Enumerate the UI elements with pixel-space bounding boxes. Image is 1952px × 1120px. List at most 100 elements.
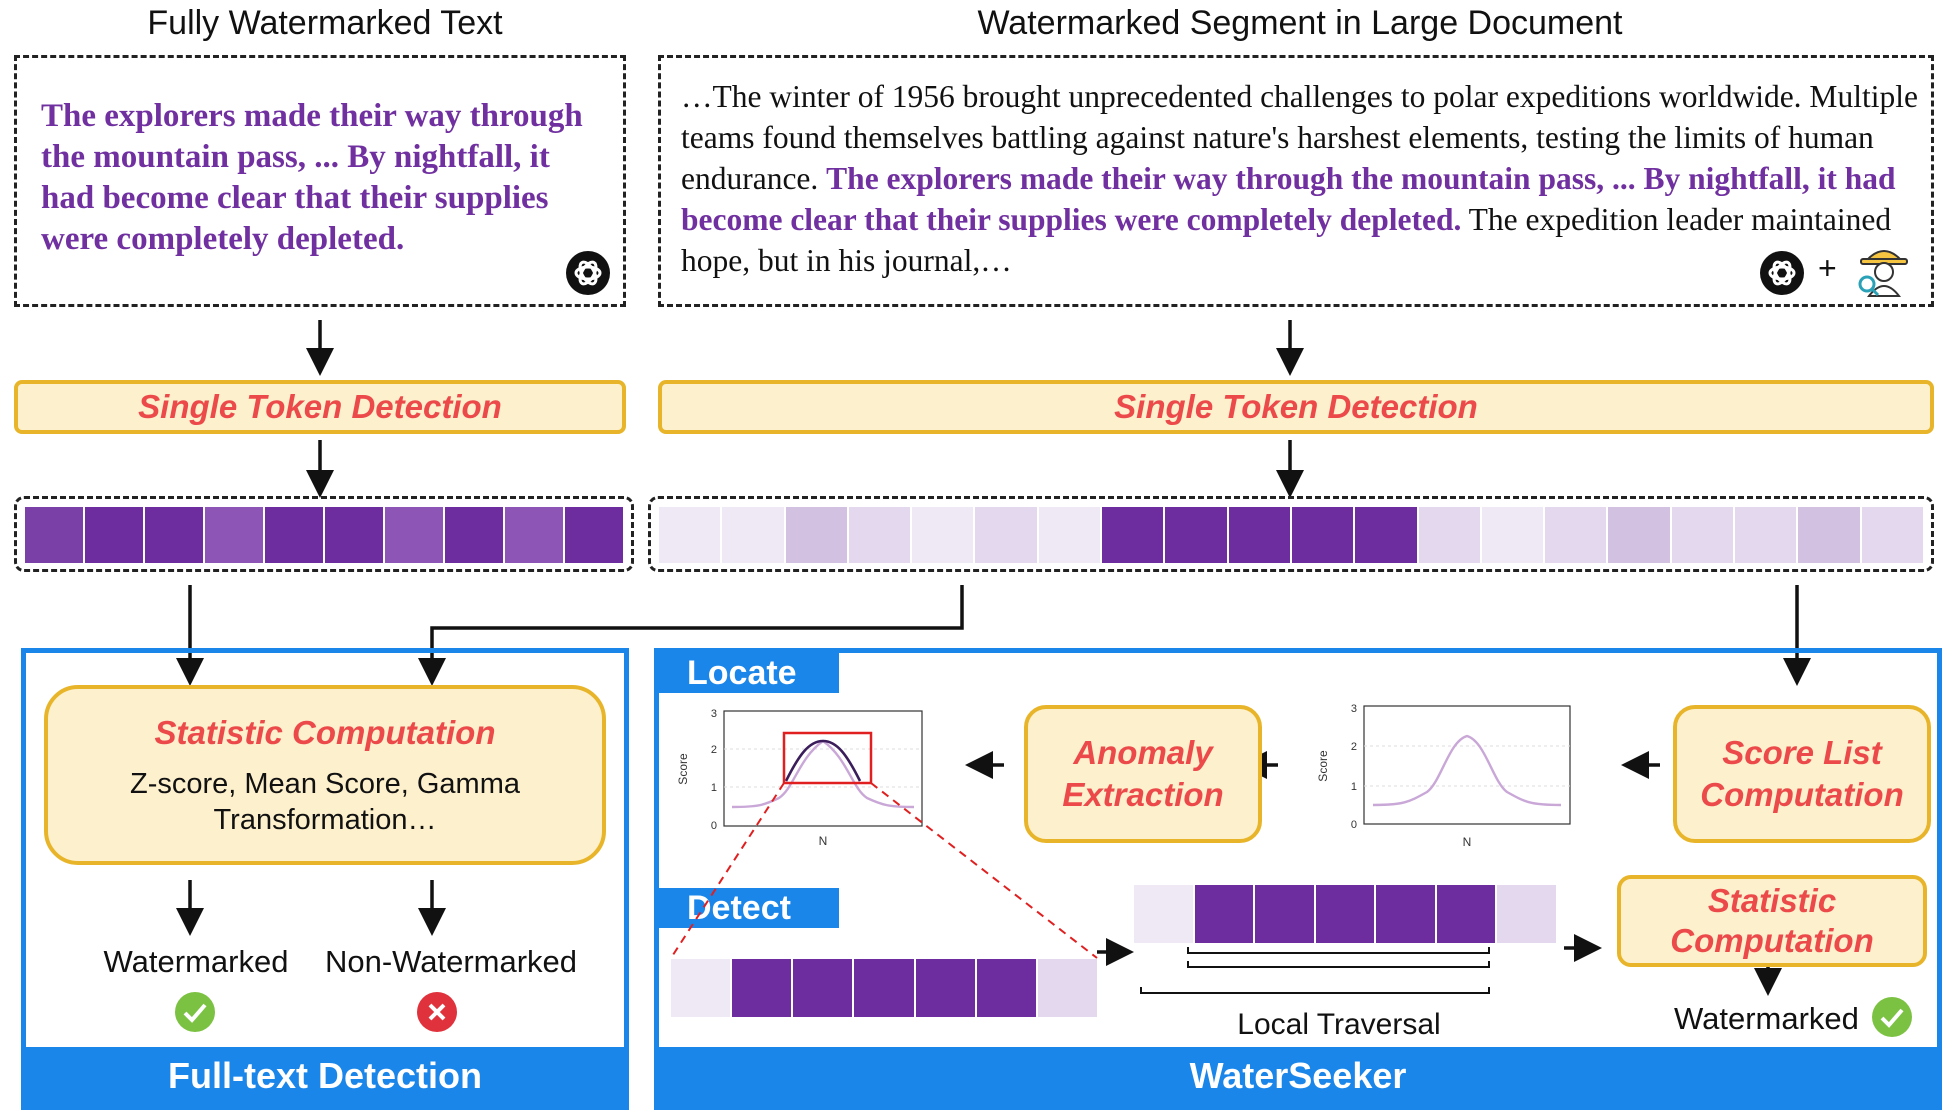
score-list-computation-label: Score List Computation bbox=[1700, 734, 1904, 813]
plus-sign: + bbox=[1818, 250, 1837, 286]
token-cell bbox=[732, 959, 794, 1017]
token-cell bbox=[1355, 507, 1419, 563]
traversal-token-strip bbox=[1134, 885, 1557, 943]
fully-watermarked-text: The explorers made their way through the… bbox=[41, 98, 583, 257]
token-cell bbox=[1481, 507, 1546, 563]
single-token-detection-left-label: Single Token Detection bbox=[138, 388, 502, 425]
anomaly-plot-ytick-2: 2 bbox=[711, 744, 717, 756]
token-cell bbox=[325, 507, 385, 563]
token-cell bbox=[1134, 885, 1195, 943]
token-cell bbox=[1671, 507, 1736, 563]
token-cell bbox=[145, 507, 205, 563]
token-cell bbox=[912, 507, 976, 563]
token-cell bbox=[1735, 507, 1799, 563]
token-cell bbox=[975, 507, 1039, 563]
token-cell bbox=[976, 959, 1038, 1017]
token-cell bbox=[445, 507, 505, 563]
token-cell bbox=[1798, 507, 1862, 563]
anomaly-plot-ylabel: Score bbox=[676, 753, 690, 785]
token-cell bbox=[915, 959, 977, 1017]
token-cell bbox=[1291, 507, 1356, 563]
statistic-computation-box: Statistic Computation Z-score, Mean Scor… bbox=[44, 685, 606, 865]
statistic-computation-title: Statistic Computation bbox=[154, 714, 496, 751]
token-cell bbox=[671, 959, 733, 1017]
detect-tag: Detect bbox=[659, 888, 839, 928]
token-cell bbox=[659, 507, 723, 563]
token-cell bbox=[854, 959, 916, 1017]
token-cell bbox=[85, 507, 145, 563]
waterseeker-result-label: Watermarked bbox=[1674, 1001, 1859, 1036]
score-list-computation-box: Score List Computation bbox=[1673, 705, 1931, 843]
detect-token-strip bbox=[671, 959, 1097, 1017]
waterseeker-statistic-computation-box: Statistic Computation bbox=[1617, 875, 1927, 967]
document-text-watermarked: The explorers made their way through the… bbox=[681, 161, 1896, 237]
anomaly-plot-ytick-0: 0 bbox=[711, 820, 717, 832]
token-cell bbox=[505, 507, 565, 563]
token-cell bbox=[1497, 885, 1557, 943]
token-cell bbox=[1228, 507, 1292, 563]
anomaly-extraction-label: Anomaly Extraction bbox=[1062, 734, 1224, 813]
token-cell bbox=[565, 507, 623, 563]
waterseeker-footer: WaterSeeker bbox=[659, 1047, 1937, 1105]
score-plot: 0 1 2 3 Score N bbox=[1316, 703, 1571, 849]
token-cell bbox=[1545, 507, 1609, 563]
local-traversal-label: Local Traversal bbox=[1237, 1008, 1441, 1041]
check-icon bbox=[1872, 997, 1912, 1037]
score-plot-xlabel: N bbox=[1463, 835, 1472, 849]
score-plot-ytick-0: 0 bbox=[1351, 819, 1357, 831]
large-document-text-box: …The winter of 1956 brought unprecedente… bbox=[658, 55, 1934, 307]
single-token-detection-right-label: Single Token Detection bbox=[1114, 388, 1478, 425]
single-token-detection-right: Single Token Detection bbox=[658, 380, 1934, 434]
left-panel-title: Fully Watermarked Text bbox=[147, 4, 503, 42]
token-strip-right-frame bbox=[648, 496, 1934, 572]
anomaly-extraction-box: Anomaly Extraction bbox=[1024, 705, 1262, 843]
local-traversal-brackets bbox=[1140, 947, 1490, 994]
full-text-detection-panel: Statistic Computation Z-score, Mean Scor… bbox=[21, 648, 629, 1110]
check-icon bbox=[175, 992, 215, 1032]
token-cell bbox=[848, 507, 913, 563]
token-strip-right bbox=[659, 507, 1923, 563]
openai-logo-icon bbox=[566, 251, 610, 295]
score-plot-ytick-2: 2 bbox=[1351, 741, 1357, 753]
token-cell bbox=[793, 959, 855, 1017]
token-cell bbox=[25, 507, 85, 563]
waterseeker-statistic-computation-label: Statistic Computation bbox=[1670, 882, 1874, 959]
token-cell bbox=[205, 507, 265, 563]
watermarked-label: Watermarked bbox=[103, 944, 289, 979]
document-text-after: The expedition leader maintained hope, b… bbox=[681, 202, 1892, 278]
large-document-text: …The winter of 1956 brought unprecedente… bbox=[681, 76, 1919, 281]
score-plot-ytick-3: 3 bbox=[1351, 703, 1357, 715]
score-plot-ytick-1: 1 bbox=[1351, 781, 1357, 793]
anomaly-plot-ytick-1: 1 bbox=[711, 782, 717, 794]
cross-icon bbox=[417, 992, 457, 1032]
anomaly-plot-ytick-3: 3 bbox=[711, 708, 717, 720]
token-cell bbox=[265, 507, 325, 563]
waterseeker-panel: Locate Detect 0 1 2 3 Score N Anomaly Ex… bbox=[654, 648, 1942, 1110]
token-strip-left-frame bbox=[14, 496, 634, 572]
token-cell bbox=[785, 507, 849, 563]
locate-tag: Locate bbox=[659, 653, 839, 693]
token-cell bbox=[1037, 959, 1097, 1017]
anomaly-plot-xlabel: N bbox=[819, 834, 828, 848]
token-cell bbox=[1102, 507, 1166, 563]
statistic-computation-desc: Z-score, Mean Score, Gamma Transformatio… bbox=[130, 768, 520, 836]
openai-logo-icon bbox=[1760, 251, 1804, 295]
anomaly-plot: 0 1 2 3 Score N bbox=[676, 708, 923, 848]
token-cell bbox=[1861, 507, 1923, 563]
right-panel-title: Watermarked Segment in Large Document bbox=[977, 4, 1623, 42]
token-cell bbox=[1315, 885, 1377, 943]
token-cell bbox=[1038, 507, 1103, 563]
token-cell bbox=[722, 507, 786, 563]
token-cell bbox=[1376, 885, 1437, 943]
detective-avatar-icon bbox=[1858, 250, 1908, 297]
token-cell bbox=[1194, 885, 1256, 943]
non-watermarked-label: Non-Watermarked bbox=[324, 944, 578, 979]
token-cell bbox=[1418, 507, 1482, 563]
token-cell bbox=[1608, 507, 1672, 563]
token-strip-left bbox=[25, 507, 623, 563]
token-cell bbox=[1436, 885, 1498, 943]
full-text-detection-footer: Full-text Detection bbox=[26, 1047, 624, 1105]
score-plot-ylabel: Score bbox=[1316, 750, 1330, 782]
token-cell bbox=[1165, 507, 1229, 563]
token-cell bbox=[1255, 885, 1316, 943]
